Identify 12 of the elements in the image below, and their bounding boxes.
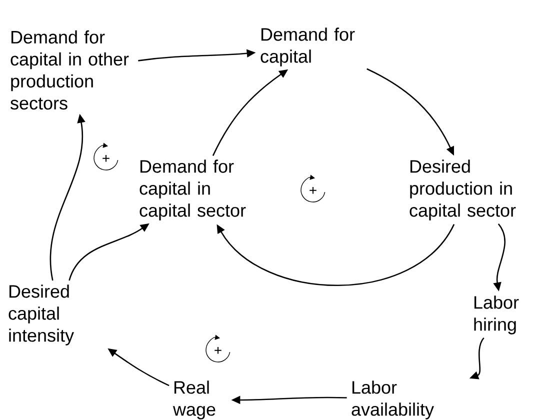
variable-label: Demand for capital (260, 28, 355, 66)
arrow (216, 224, 455, 286)
loop-sign: + (310, 186, 316, 194)
loop-sign: + (214, 346, 222, 354)
variable-label: Desired capital intensity (8, 284, 74, 346)
variable-label: Labor hiring (474, 296, 519, 334)
variable-label: Demand for capital in other production sectors (10, 30, 129, 110)
variable-label: Demand for capital in capital sector (140, 160, 246, 220)
loop-sign: + (102, 154, 110, 162)
variable-label: Labor availability (352, 380, 434, 420)
variable-label: Real wage (172, 380, 216, 420)
variable-label: Desired production in capital sector (410, 160, 516, 220)
